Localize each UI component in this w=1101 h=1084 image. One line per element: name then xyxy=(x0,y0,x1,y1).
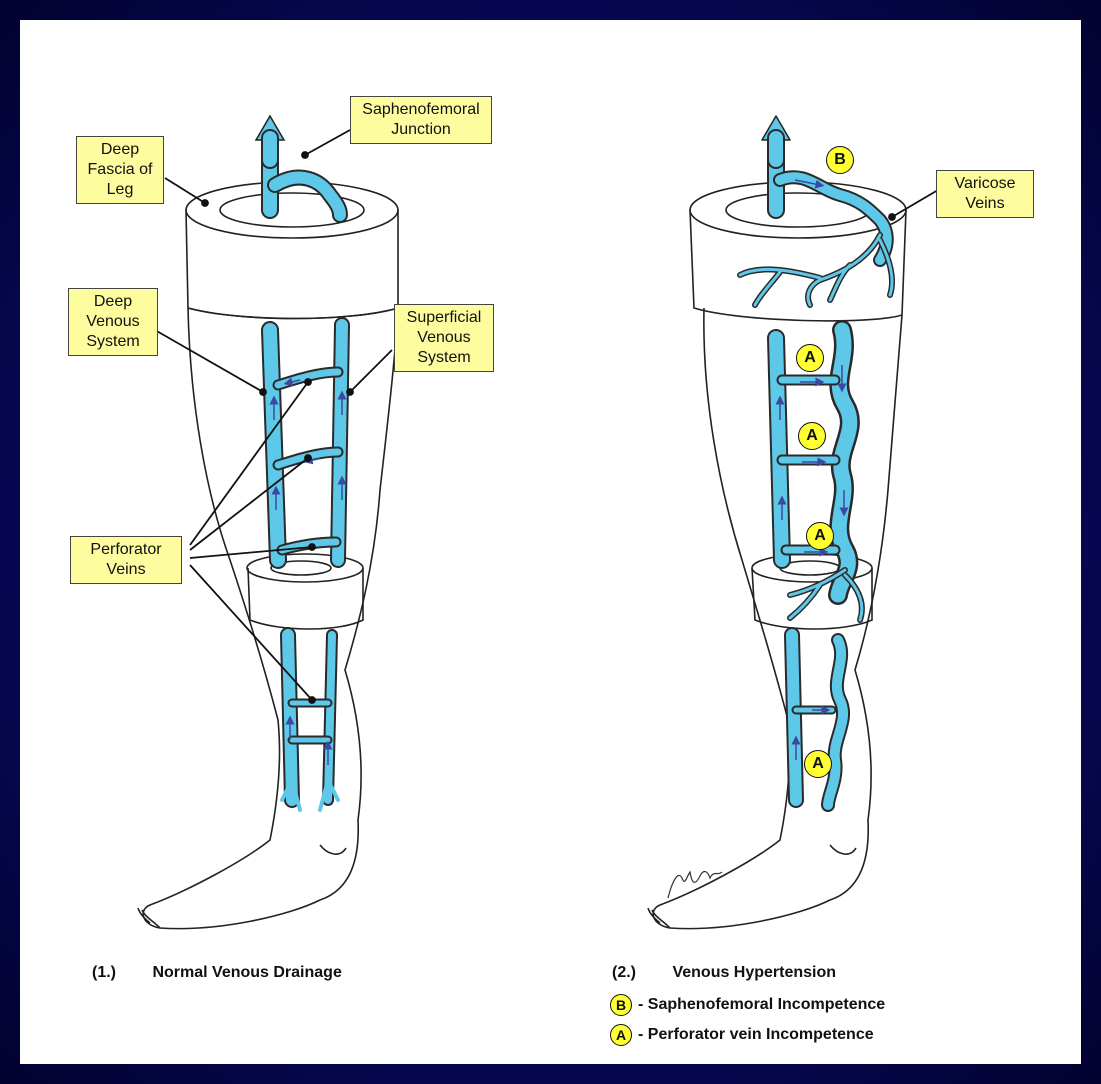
caption-hypertension-number: (2.) xyxy=(612,964,668,982)
caption-normal-text: Normal Venous Drainage xyxy=(152,964,341,982)
legend-text-b: - Saphenofemoral Incompetence xyxy=(638,996,885,1014)
legend-text-a: - Perforator vein Incompetence xyxy=(638,1026,874,1044)
badge-saphenofemoral: B xyxy=(826,146,854,174)
deep-venous-system-label: Deep Venous System xyxy=(68,288,158,356)
perforator-veins-label: Perforator Veins xyxy=(70,536,182,584)
superficial-venous-system-label: Superficial Venous System xyxy=(394,304,494,372)
diagram-canvas: Saphenofemoral Junction Deep Fascia of L… xyxy=(20,20,1081,1064)
artist-signature xyxy=(668,872,722,898)
caption-hypertension-text: Venous Hypertension xyxy=(672,964,836,982)
saphenofemoral-junction-label: Saphenofemoral Junction xyxy=(350,96,492,144)
legend-row-a: A - Perforator vein Incompetence xyxy=(610,1024,874,1046)
legend-badge-b: B xyxy=(610,994,632,1016)
badge-perforator-2: A xyxy=(798,422,826,450)
caption-normal: (1.) Normal Venous Drainage xyxy=(92,964,342,982)
badge-perforator-3: A xyxy=(806,522,834,550)
badge-perforator-4: A xyxy=(804,750,832,778)
legend-row-b: B - Saphenofemoral Incompetence xyxy=(610,994,885,1016)
legend-badge-a: A xyxy=(610,1024,632,1046)
caption-normal-number: (1.) xyxy=(92,964,148,982)
caption-hypertension: (2.) Venous Hypertension xyxy=(612,964,836,982)
deep-fascia-label: Deep Fascia of Leg xyxy=(76,136,164,204)
varicose-veins-label: Varicose Veins xyxy=(936,170,1034,218)
badge-perforator-1: A xyxy=(796,344,824,372)
